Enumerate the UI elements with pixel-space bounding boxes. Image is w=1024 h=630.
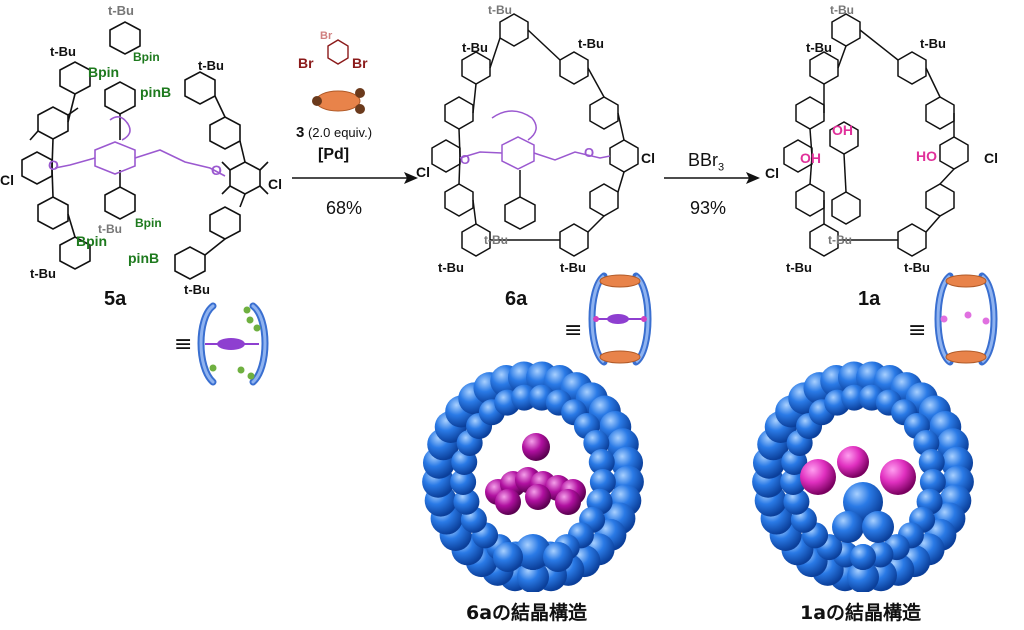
- reaction2-arrow: [664, 172, 760, 184]
- bromine-label: Br: [320, 30, 333, 42]
- cartoon-6a: [588, 272, 652, 366]
- atom-sphere: [850, 544, 876, 570]
- tbu-label: t-Bu: [904, 260, 930, 275]
- bpin-label: Bpin: [135, 216, 162, 230]
- reaction2-yield: 93%: [690, 198, 727, 218]
- hydroxyl-label: OH: [832, 122, 853, 138]
- tbu-label: t-Bu: [830, 3, 854, 17]
- tbu-label: t-Bu: [806, 40, 832, 55]
- cl-label: Cl: [765, 165, 779, 181]
- atom-sphere: [453, 488, 480, 515]
- atom-sphere: [517, 561, 549, 592]
- atom-sphere: [919, 469, 946, 496]
- reagent-3-cartoon: [312, 88, 365, 114]
- structure-5a: [21, 21, 269, 280]
- bpin-label: Bpin: [133, 50, 160, 64]
- atom-sphere: [783, 488, 810, 515]
- tbu-label: t-Bu: [462, 40, 488, 55]
- tbu-label: t-Bu: [786, 260, 812, 275]
- atom-sphere: [837, 446, 869, 478]
- reaction1-catalyst: [Pd]: [318, 146, 350, 163]
- tbu-label: t-Bu: [98, 222, 122, 236]
- structure-6a: [431, 13, 639, 257]
- bromine-label: Br: [352, 55, 368, 71]
- reagent-equiv: (2.0 equiv.): [304, 125, 373, 140]
- reagent-number: 3: [296, 124, 305, 141]
- atom-sphere: [862, 511, 894, 543]
- tbu-label: t-Bu: [108, 3, 134, 18]
- pinb-label: pinB: [128, 250, 160, 266]
- atom-sphere: [495, 489, 521, 515]
- oxygen-label: O: [211, 162, 222, 178]
- cl-label: Cl: [641, 150, 655, 166]
- bromine-label: Br: [298, 55, 314, 71]
- atom-sphere: [800, 459, 836, 495]
- compound-label-1a: 1a: [858, 288, 881, 310]
- tbu-label: t-Bu: [198, 58, 224, 73]
- tbu-label: t-Bu: [30, 266, 56, 281]
- atom-sphere: [588, 449, 615, 476]
- crystal-structure-1a: [752, 361, 974, 592]
- atom-sphere: [543, 542, 573, 572]
- atom-sphere: [589, 469, 616, 496]
- bpin-label: Bpin: [88, 64, 120, 80]
- pinb-label: pinB: [140, 84, 172, 100]
- atom-sphere: [847, 561, 879, 592]
- atom-sphere: [525, 484, 551, 510]
- reagent-3-dibromobenzene: [327, 39, 349, 65]
- oxygen-label: O: [48, 157, 59, 173]
- compound-label-6a: 6a: [505, 288, 528, 310]
- tbu-label: t-Bu: [488, 3, 512, 17]
- equivalence-symbol: ≡: [908, 318, 927, 343]
- atom-sphere: [450, 469, 477, 496]
- reaction1-arrow: [292, 172, 418, 184]
- atom-sphere: [555, 489, 581, 515]
- atom-sphere: [880, 459, 916, 495]
- cl-label: Cl: [268, 176, 282, 192]
- oxygen-label: O: [584, 145, 595, 160]
- tbu-label: t-Bu: [438, 260, 464, 275]
- tbu-label: t-Bu: [50, 44, 76, 59]
- oxygen-label: O: [460, 152, 471, 167]
- atom-sphere: [522, 433, 550, 461]
- crystal-structure-6a: [422, 361, 644, 592]
- tbu-label: t-Bu: [920, 36, 946, 51]
- compound-label-5a: 5a: [104, 288, 127, 310]
- reagent-sub: 3: [718, 161, 725, 174]
- reagent-bbr: BBr: [688, 150, 719, 170]
- reaction2-reagent: BBr3: [688, 150, 724, 174]
- hydroxyl-label: OH: [800, 150, 821, 166]
- atom-sphere: [918, 449, 945, 476]
- equivalence-symbol: ≡: [564, 318, 583, 343]
- reaction1-yield: 68%: [326, 198, 363, 218]
- caption-crystal-1a: 1aの結晶構造: [800, 602, 922, 624]
- tbu-label: t-Bu: [828, 233, 852, 247]
- atom-sphere: [515, 534, 551, 570]
- caption-crystal-6a: 6aの結晶構造: [466, 602, 588, 624]
- tbu-label: t-Bu: [184, 282, 210, 297]
- tbu-label: t-Bu: [578, 36, 604, 51]
- cl-label: Cl: [416, 164, 430, 180]
- tbu-label: t-Bu: [560, 260, 586, 275]
- cl-label: Cl: [0, 172, 14, 188]
- bpin-label: Bpin: [76, 233, 108, 249]
- cartoon-1a: [934, 272, 998, 366]
- equivalence-symbol: ≡: [174, 332, 193, 357]
- structure-1a: [783, 13, 969, 257]
- atom-sphere: [493, 542, 523, 572]
- cl-label: Cl: [984, 150, 998, 166]
- tbu-label: t-Bu: [484, 233, 508, 247]
- hydroxyl-label: HO: [916, 148, 937, 164]
- atom-sphere: [780, 469, 807, 496]
- atom-sphere: [832, 511, 864, 543]
- reaction1-reagent: 3 (2.0 equiv.): [296, 124, 372, 141]
- cartoon-5a: [197, 302, 269, 386]
